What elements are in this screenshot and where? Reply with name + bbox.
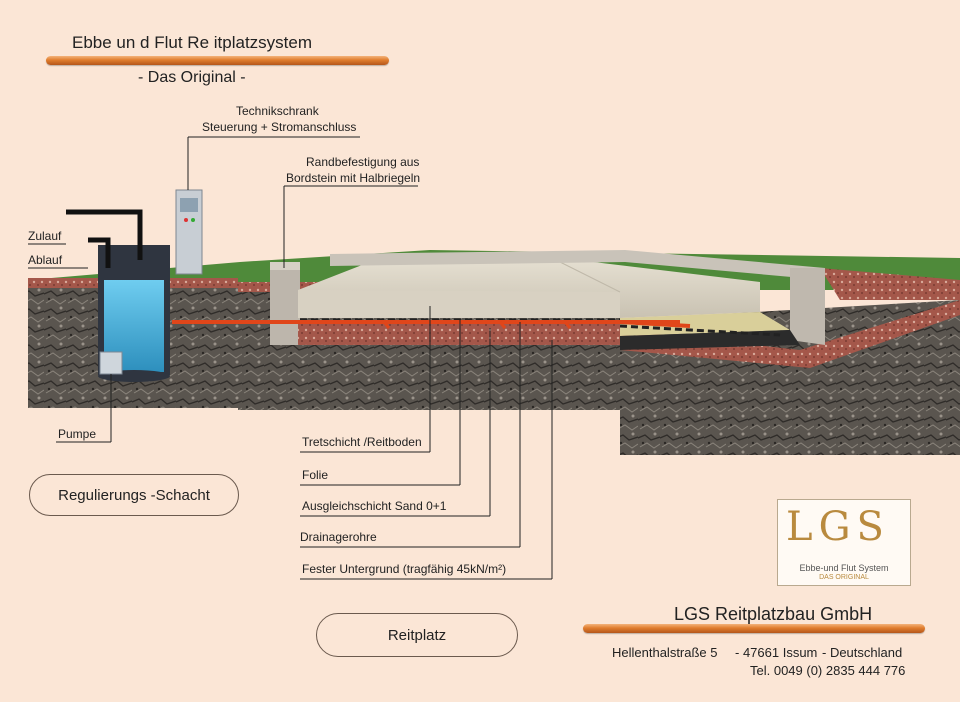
regulierungs-schacht-button[interactable]: Regulierungs -Schacht xyxy=(29,474,239,516)
ausgleichschicht-label: Ausgleichschicht Sand 0+1 xyxy=(302,499,447,513)
randbefestigung-label-1: Randbefestigung aus xyxy=(306,155,420,169)
company-country: - Deutschland xyxy=(822,645,903,660)
logo-line2: DAS ORIGINAL xyxy=(819,574,869,581)
pumpe-label: Pumpe xyxy=(58,427,97,441)
company-phone: Tel. 0049 (0) 2835 444 776 xyxy=(750,663,906,678)
technikschrank-label-2: Steuerung + Stromanschluss xyxy=(202,120,357,134)
folie-label: Folie xyxy=(302,468,329,482)
technikschrank-label: Technikschrank xyxy=(236,104,319,118)
randbefestigung-label-2: Bordstein mit Halbriegeln xyxy=(286,171,421,185)
title-underline-bar xyxy=(46,56,389,65)
lgs-logo: LGS Ebbe-und Flut System DAS ORIGINAL xyxy=(777,499,911,586)
logo-line1: Ebbe-und Flut System xyxy=(799,563,889,573)
ablauf-label: Ablauf xyxy=(28,253,63,267)
logo-letters: LGS xyxy=(786,504,890,550)
company-underline-bar xyxy=(583,624,925,633)
company-street: Hellenthalstraße 5 xyxy=(612,645,718,660)
company-city: - 47661 Issum xyxy=(735,645,818,660)
technikschrank-line1: Technikschrank xyxy=(236,104,319,118)
tretschicht-label: Tretschicht /Reitboden xyxy=(302,435,422,449)
page-subtitle: - Das Original - xyxy=(138,69,246,86)
drainagerohre-label: Drainagerohre xyxy=(300,530,377,544)
untergrund-label: Fester Untergrund (tragfähig 45kN/m²) xyxy=(302,562,507,576)
company-name: LGS Reitplatzbau GmbH xyxy=(674,604,873,624)
reitplatz-button[interactable]: Reitplatz xyxy=(316,613,518,657)
zulauf-label: Zulauf xyxy=(28,229,62,243)
page-title: Ebbe un d Flut Re itplatzsystem xyxy=(72,33,313,52)
